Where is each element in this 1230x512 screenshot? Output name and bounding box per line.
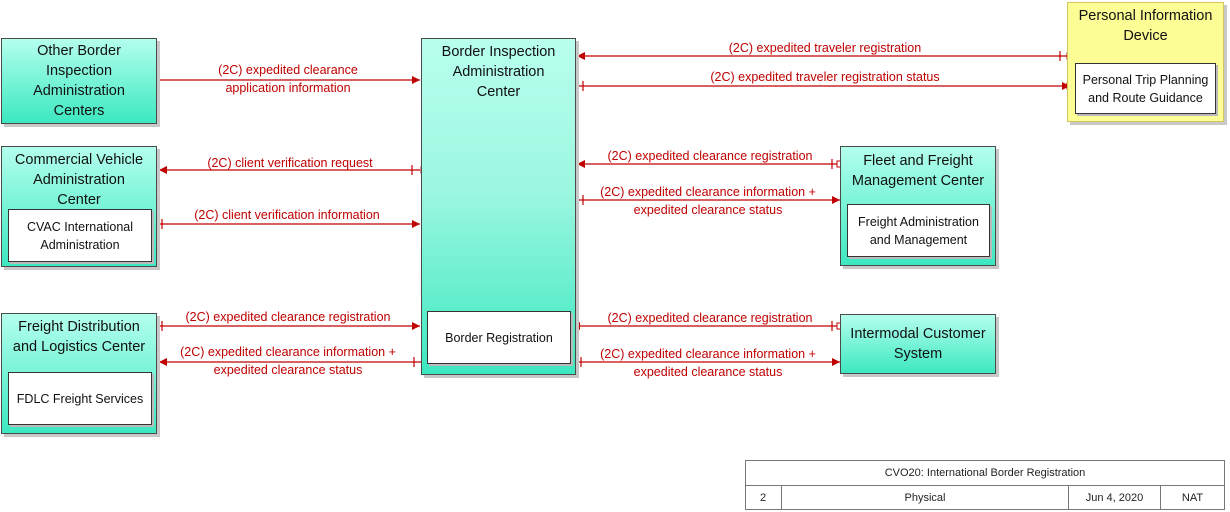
freight-distribution-logistics-center-title: Freight Distribution and Logistics Cente… — [12, 319, 146, 355]
flow-label-10: (2C) expedited clearance registration — [607, 311, 813, 325]
freight-admin-management-module[interactable]: Freight Administration and Management — [847, 204, 990, 257]
border-registration-module[interactable]: Border Registration — [427, 311, 571, 364]
fdlc-freight-services-module[interactable]: FDLC Freight Services — [8, 372, 152, 425]
fleet-freight-management-center[interactable]: Fleet and Freight Management Center Frei… — [840, 146, 996, 266]
commercial-vehicle-admin-center-title: Commercial Vehicle Administration Center — [14, 152, 144, 208]
title-block-org: NAT — [1160, 485, 1225, 510]
flow-label-8: (2C) expedited clearance registration — [185, 310, 391, 324]
title-block-date: Jun 4, 2020 — [1068, 485, 1161, 510]
other-border-inspection-centers[interactable]: Other Border Inspection Administration C… — [1, 38, 157, 124]
flow-label-6: (2C) expedited clearance registration — [607, 149, 813, 163]
intermodal-customer-system-title: Intermodal Customer System — [850, 326, 986, 362]
personal-information-device-title: Personal Information Device — [1078, 8, 1213, 44]
personal-trip-planning-module[interactable]: Personal Trip Planning and Route Guidanc… — [1075, 63, 1216, 114]
intermodal-customer-system[interactable]: Intermodal Customer System — [840, 314, 996, 374]
other-border-inspection-centers-title: Other Border Inspection Administration C… — [33, 43, 125, 119]
flow-label-1: (2C) expedited clearance application inf… — [218, 63, 358, 95]
title-block-title: CVO20: International Border Registration — [745, 460, 1225, 486]
flow-label-9: (2C) expedited clearance information + e… — [180, 345, 396, 377]
title-block-view: Physical — [781, 485, 1069, 510]
border-inspection-admin-center[interactable]: Border Inspection Administration Center … — [421, 38, 576, 375]
flow-label-2: (2C) expedited traveler registration — [728, 41, 922, 55]
flow-label-5: (2C) client verification information — [194, 208, 380, 222]
freight-distribution-logistics-center[interactable]: Freight Distribution and Logistics Cente… — [1, 313, 157, 434]
flow-label-7: (2C) expedited clearance information + e… — [600, 185, 816, 217]
title-block-page: 2 — [745, 485, 782, 510]
flow-label-11: (2C) expedited clearance information + e… — [600, 347, 816, 379]
fleet-freight-management-center-title: Fleet and Freight Management Center — [851, 153, 985, 189]
border-inspection-admin-center-title: Border Inspection Administration Center — [441, 44, 556, 100]
cvac-international-admin-module[interactable]: CVAC International Administration — [8, 209, 152, 262]
commercial-vehicle-admin-center[interactable]: Commercial Vehicle Administration Center… — [1, 146, 157, 267]
flow-label-3: (2C) expedited traveler registration sta… — [710, 70, 940, 84]
flow-label-4: (2C) client verification request — [207, 156, 373, 170]
personal-information-device[interactable]: Personal Information Device Personal Tri… — [1067, 2, 1224, 122]
